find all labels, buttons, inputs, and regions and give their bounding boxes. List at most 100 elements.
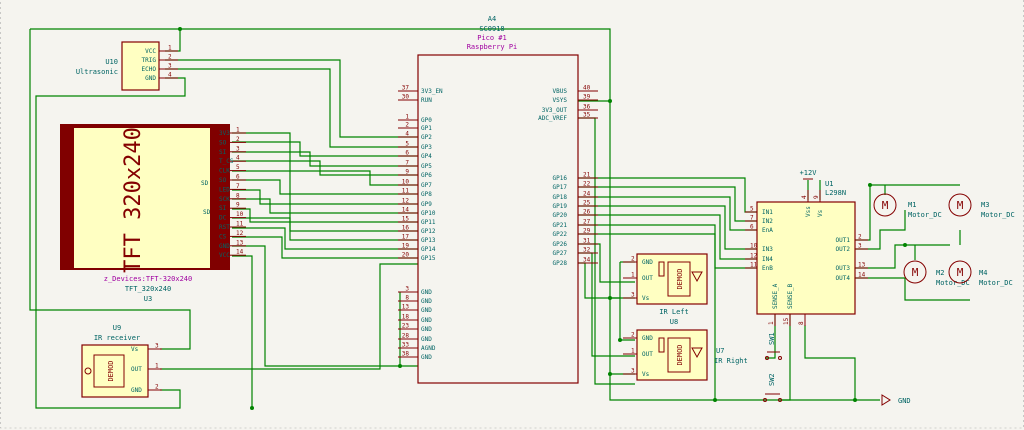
pico-left-pin-number: 10 — [402, 179, 410, 186]
ir-receiver-body — [81, 344, 149, 398]
pico-right-pin-number: 36 — [583, 104, 591, 111]
junction — [853, 398, 857, 402]
motor-m2[interactable]: M M2 Motor_DC — [903, 260, 970, 287]
junction — [250, 406, 254, 410]
pico-left-pin-name: GP2 — [421, 134, 432, 141]
tft-pin-number: 8 — [236, 192, 240, 199]
junction — [608, 296, 612, 300]
tft-pins: 13V32SO3SI4T_CS5CLK6SO7LED8SCK9SI10DC11R… — [219, 127, 246, 259]
pico-left-pin-name: GP0 — [421, 117, 432, 124]
pico-right-pin-number: 31 — [583, 238, 591, 245]
pico-left-pin-name: GND — [421, 354, 432, 361]
ir-right-pin-number: 2 — [631, 332, 635, 339]
ir-receiver-ref: U9 — [113, 324, 121, 332]
ir-left-demod: DEMOD — [676, 268, 684, 289]
switch-sw2-ref: SW2 — [768, 373, 776, 386]
switch-sw2[interactable]: SW2 — [763, 373, 782, 402]
ir-left-pin-name: OUT — [642, 275, 653, 282]
tft-u3[interactable]: TFT 320x240 13V32SO3SI4T_CS5CLK6SO7LED8S… — [60, 124, 246, 303]
tft-pin-number: 11 — [236, 221, 244, 228]
ultrasonic-pin-name: ECHO — [142, 66, 157, 73]
pico-left-pin-number: 18 — [402, 314, 410, 321]
gnd-icon — [881, 394, 891, 406]
ultrasonic-value: Ultrasonic — [76, 68, 118, 76]
motor-driver-pin-name: OUT2 — [836, 246, 851, 253]
motor-m4-ref: M4 — [979, 269, 987, 277]
switch-sw1-contact — [765, 356, 769, 360]
pico-left-pin-name: RUN — [421, 97, 432, 104]
motor-driver-pin-number: 2 — [858, 234, 862, 241]
pico-left-pin-name: GP7 — [421, 182, 432, 189]
ultrasonic-ref: U10 — [105, 58, 118, 66]
motor-driver-pin-number: 7 — [750, 215, 754, 222]
pico-left-pin-number: 4 — [405, 131, 409, 138]
motor-m1-icon — [873, 193, 897, 217]
ir-right-pin-number: 1 — [631, 348, 635, 355]
ultrasonic-pin-name: GND — [145, 75, 156, 82]
tft-pin-number: 6 — [236, 174, 240, 181]
junction — [178, 27, 182, 31]
ir-right-demod: DEMOD — [676, 344, 684, 365]
motor-driver-ref: U1 — [825, 180, 833, 188]
motor-driver-pin-name: Vss — [805, 206, 812, 217]
motor-m1-ref: M1 — [908, 201, 916, 209]
pico-sub: Pico #1 — [477, 34, 507, 42]
motor-m2-letter: M — [912, 266, 919, 279]
pico-right-pin-name: GP28 — [553, 260, 568, 267]
ir-left-pin-number: 3 — [631, 292, 635, 299]
pico-right-pin-number: 25 — [583, 200, 591, 207]
pico-left-pin-name: AGND — [421, 345, 436, 352]
tft-pin-name: CLK — [219, 168, 230, 175]
tft-pin-name: DC — [219, 215, 227, 222]
motor-driver-pin-name: OUT1 — [836, 237, 851, 244]
motor-m4[interactable]: M M4 Motor_DC — [948, 260, 1013, 287]
pico-right-pins: 40VBUS39VSYS363V3_OUT35ADC_VREF21GP1622G… — [538, 85, 598, 267]
ultrasonic-pin-number: 1 — [168, 45, 172, 52]
motor-m1[interactable]: M M1 Motor_DC — [873, 193, 942, 219]
motor-m4-icon — [948, 260, 972, 284]
tft-pin-name: T_CS — [219, 158, 234, 165]
pico-left-pin-name: GP1 — [421, 125, 432, 132]
motor-driver-pin-name: SENSE_A — [772, 283, 779, 309]
switch-sw1[interactable]: SW1 — [765, 332, 782, 360]
motor-m3-ref: M3 — [981, 201, 989, 209]
ir-receiver-pin-number: 3 — [155, 343, 159, 350]
pico-left-pin-number: 13 — [402, 304, 410, 311]
tft-sd-label: SD — [203, 209, 211, 216]
ultrasonic-pin-number: 2 — [168, 54, 172, 61]
pico-right-pin-number: 34 — [583, 257, 591, 264]
pico-left-pin-name: GP11 — [421, 219, 436, 226]
pico-left-pin-number: 1 — [405, 114, 409, 121]
motor-driver-pin-number: 13 — [858, 262, 866, 269]
pico-left-pin-number: 17 — [402, 234, 410, 241]
tft-pin-number: 9 — [236, 202, 240, 209]
motor-m3-value: Motor_DC — [981, 211, 1015, 219]
pico-left-pin-number: 8 — [405, 295, 409, 302]
pico-right-pin-name: GP18 — [553, 194, 568, 201]
pico-right-pin-name: GP21 — [553, 222, 568, 229]
pico-left-pin-number: 19 — [402, 243, 410, 250]
motor-m4-letter: M — [957, 266, 964, 279]
ir-left-pin-number: 1 — [631, 272, 635, 279]
pico-right-pin-name: GP27 — [553, 250, 568, 257]
tft-pin-name: LED — [219, 186, 230, 193]
motor-m3-icon — [948, 193, 972, 217]
tft-pin-number: 3 — [236, 145, 240, 152]
pico-right-pin-number: 22 — [583, 181, 591, 188]
motor-m3[interactable]: M M3 Motor_DC — [948, 193, 1015, 219]
pico-left-pin-number: 28 — [402, 333, 410, 340]
tft-value: TFT_320x240 — [125, 285, 171, 293]
switch-sw2-contact — [763, 398, 767, 402]
motor-m2-icon — [903, 260, 927, 284]
tft-pin-number: 14 — [236, 249, 244, 256]
pico-left-pin-name: GP12 — [421, 228, 436, 235]
